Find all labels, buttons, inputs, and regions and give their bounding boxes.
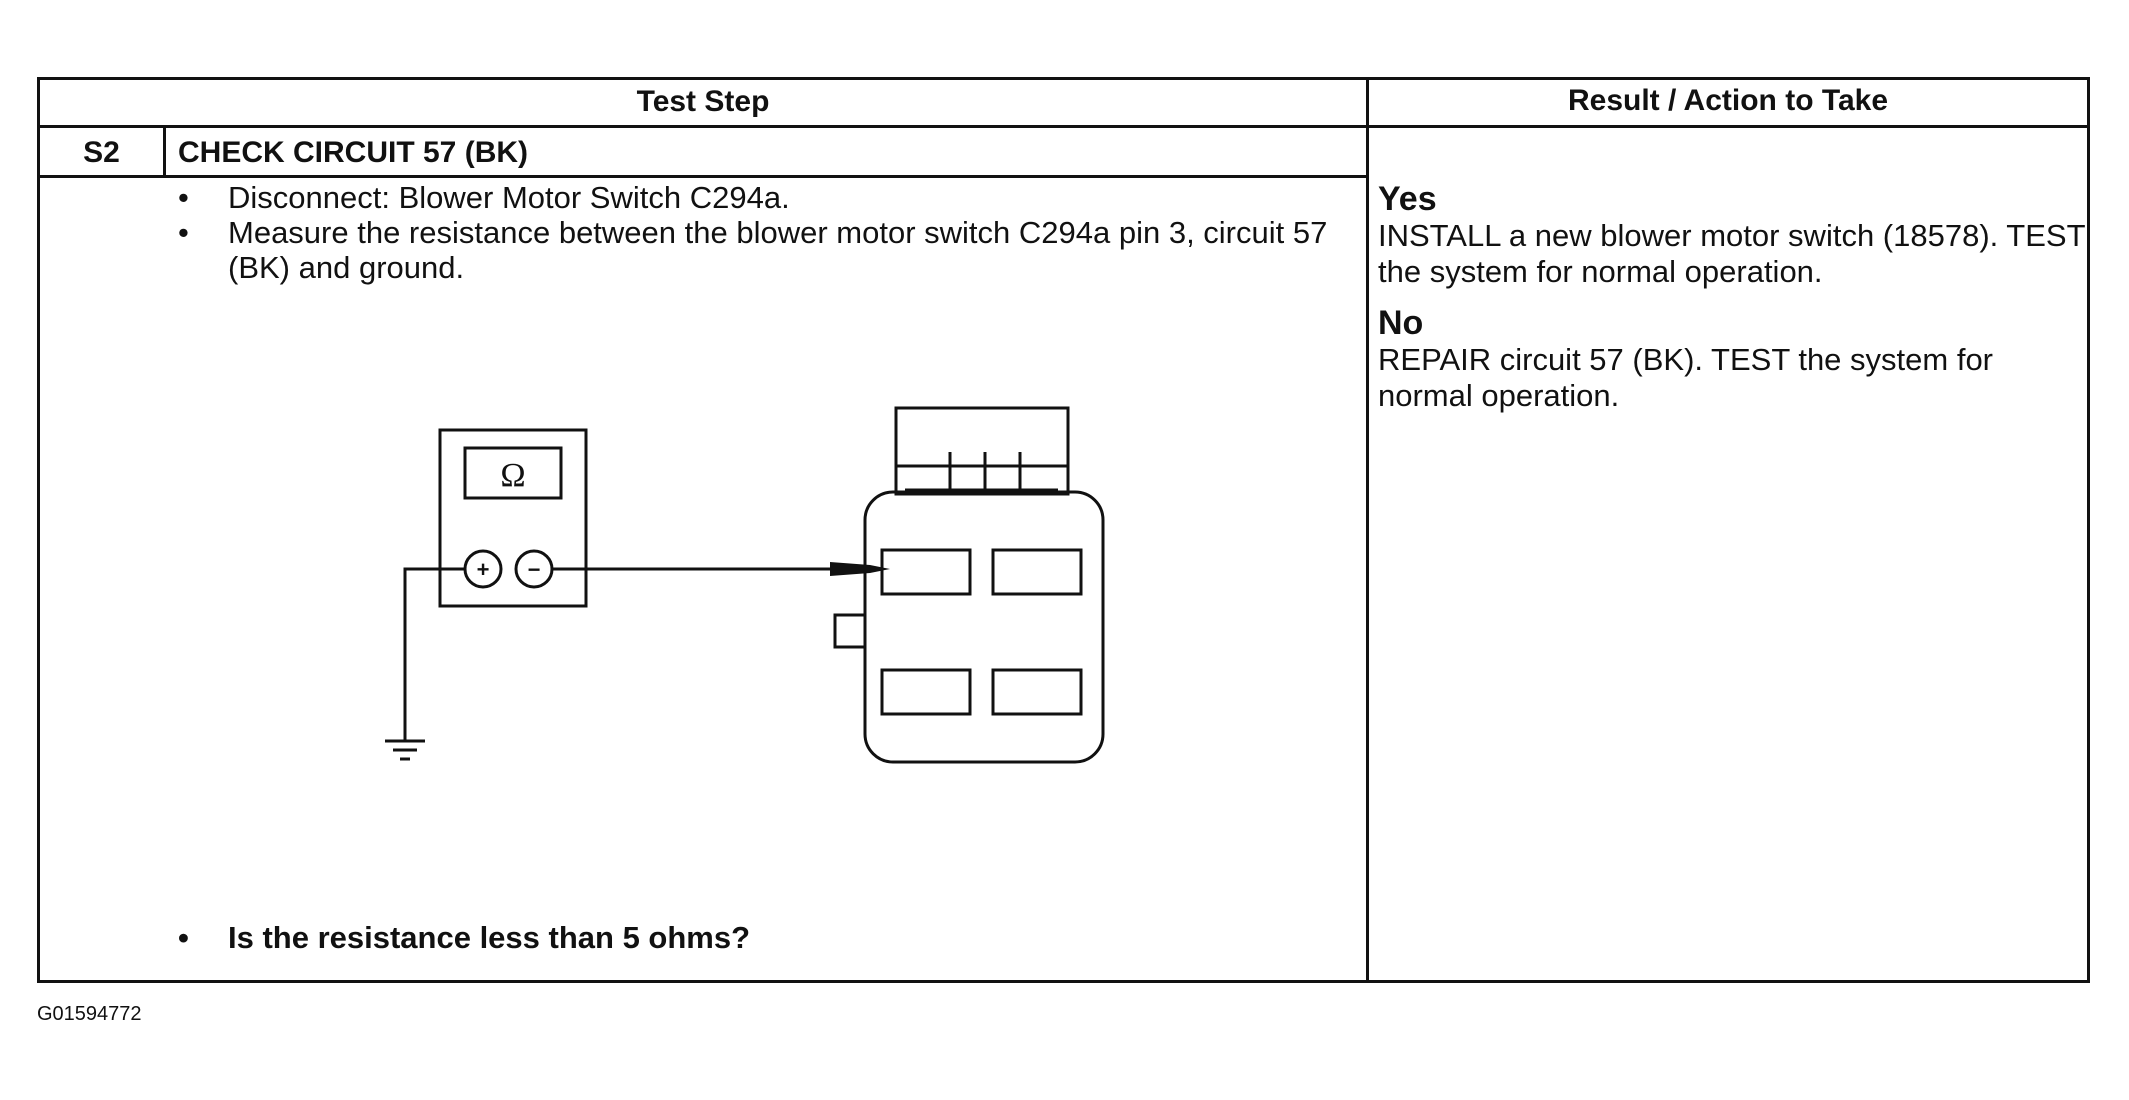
step-id-divider [163,125,166,175]
result-no-label: No [1378,304,1424,342]
instruction-list: Disconnect: Blower Motor Switch C294a. M… [170,180,1360,285]
result-no-text: REPAIR circuit 57 (BK). TEST the system … [1378,342,1994,413]
plus-terminal-label: + [477,557,490,582]
column-divider [1366,80,1369,980]
connector-tab [833,613,867,649]
pin-cavity [880,668,972,716]
ground-lead [403,567,465,740]
instruction-item: Disconnect: Blower Motor Switch C294a. [170,180,1360,215]
instruction-item: Measure the resistance between the blowe… [170,215,1360,285]
result-yes-text: INSTALL a new blower motor switch (18578… [1378,218,2085,289]
result-panel: Yes INSTALL a new blower motor switch (1… [1378,180,2088,428]
connector-c294a-icon [863,490,1105,764]
result-yes-label: Yes [1378,180,1437,218]
pin-cavity [991,668,1083,716]
pin-cavity [991,548,1083,596]
probe-tip-icon [830,562,890,576]
step-id: S2 [83,136,120,169]
minus-terminal-label: − [528,557,541,582]
circuit-diagram: Ω + − [385,406,1105,764]
figure-id: G01594772 [37,1003,142,1025]
connector-latch [894,406,1070,496]
header-result: Result / Action to Take [1567,84,1889,117]
ohmmeter-icon [438,428,588,608]
meter-symbol: Ω [500,457,525,494]
header-divider [40,125,2087,128]
step-title: CHECK CIRCUIT 57 (BK) [178,136,529,169]
pin-cavity [880,548,972,596]
test-question: Is the resistance less than 5 ohms? [170,918,750,958]
step-title-divider [40,175,1366,178]
meter-display [463,446,563,500]
header-test-step: Test Step [636,85,770,118]
test-step-table: Test Step Result / Action to Take S2 CHE… [37,77,2090,983]
